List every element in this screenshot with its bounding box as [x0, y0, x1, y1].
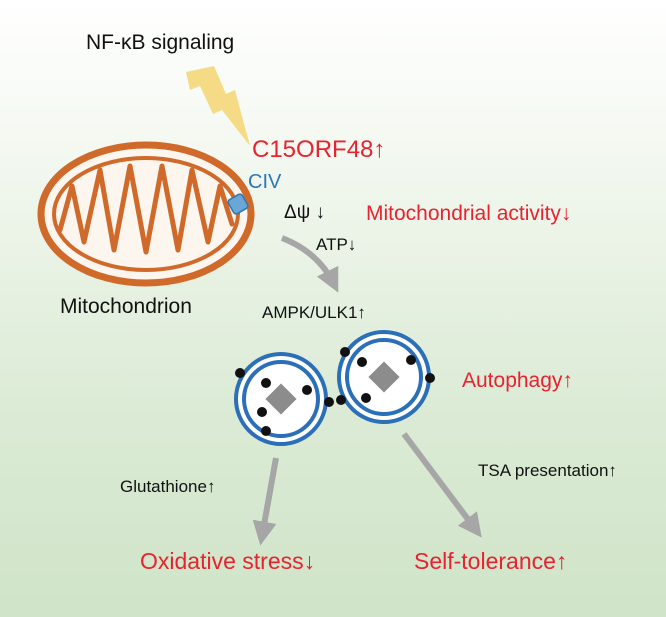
arrow-to-self-tolerance [401, 432, 482, 538]
complex-iv-icon [227, 193, 249, 215]
mito-label: Mitochondrion [60, 295, 192, 318]
glutathione-label: Glutathione↑ [120, 477, 216, 496]
autophagy-label: Autophagy↑ [462, 369, 573, 392]
oxidative-stress-label: Oxidative stress↓ [140, 548, 316, 574]
autophagosome-icon [234, 352, 334, 446]
complex-label: CIV [248, 171, 282, 193]
mitochondrion-icon [37, 141, 255, 287]
atp-label: ATP↓ [316, 235, 357, 254]
lightning-icon [186, 66, 250, 146]
tsa-label: TSA presentation↑ [478, 461, 617, 480]
psi-label: Δψ ↓ [284, 202, 326, 223]
autophagosome-icon [336, 330, 435, 424]
mito-activity-label: Mitochondrial activity↓ [366, 202, 572, 225]
gene-label: C15ORF48↑ [252, 136, 386, 163]
signaling-label: NF-κB signaling [86, 31, 235, 54]
arrow-to-oxidative-stress [252, 457, 279, 546]
ampk-label: AMPK/ULK1↑ [262, 303, 366, 322]
arrow-to-ampk [280, 235, 339, 293]
self-tolerance-label: Self-tolerance↑ [414, 548, 568, 574]
